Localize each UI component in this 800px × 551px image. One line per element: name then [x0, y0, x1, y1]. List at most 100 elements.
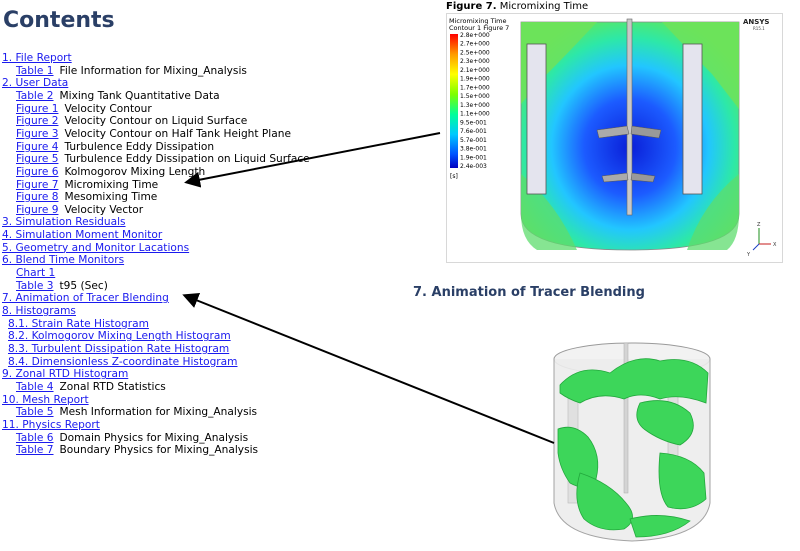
toc-link[interactable]: Table 5: [16, 406, 54, 419]
toc-caption: Zonal RTD Statistics: [59, 380, 166, 393]
toc-link[interactable]: Figure 7: [16, 178, 59, 191]
toc-caption: Boundary Physics for Mixing_Analysis: [59, 444, 259, 457]
legend-value: 2.8e+000: [460, 32, 490, 39]
toc-link[interactable]: 8.4. Dimensionless Z-coordinate Histogra…: [8, 355, 238, 368]
toc-link[interactable]: Table 3: [16, 279, 54, 292]
lower-impeller: [601, 172, 629, 183]
toc-caption: Velocity Contour on Half Tank Height Pla…: [64, 127, 291, 140]
toc-item: 8.3. Turbulent Dissipation Rate Histogra…: [8, 343, 229, 356]
toc-link[interactable]: Chart 1: [16, 267, 56, 280]
toc-item: 4. Simulation Moment Monitor: [2, 229, 162, 242]
toc-link[interactable]: Figure 9: [16, 203, 59, 216]
toc-link[interactable]: 11. Physics Report: [2, 418, 100, 431]
toc-link[interactable]: Table 1: [16, 64, 54, 77]
section7-heading: 7. Animation of Tracer Blending: [413, 285, 645, 300]
legend-value: 1.9e-001: [460, 154, 487, 161]
toc-link[interactable]: Figure 2: [16, 115, 59, 128]
legend-value: 2.5e+000: [460, 49, 490, 56]
toc-item: Table 4 Zonal RTD Statistics: [16, 381, 166, 394]
toc-item: Table 6 Domain Physics for Mixing_Analysi…: [16, 432, 248, 445]
toc-item: 1. File Report: [2, 52, 72, 65]
toc-caption: Turbulence Eddy Dissipation on Liquid Su…: [64, 153, 310, 166]
toc-link[interactable]: Figure 8: [16, 191, 59, 204]
toc-link[interactable]: Table 2: [16, 89, 54, 102]
legend-unit: [s]: [450, 173, 458, 180]
toc-link[interactable]: 9. Zonal RTD Histogram: [2, 368, 129, 381]
toc-link[interactable]: 8.2. Kolmogorov Mixing Length Histogram: [8, 330, 231, 343]
toc-caption: Turbulence Eddy Dissipation: [64, 140, 215, 153]
toc-link[interactable]: Table 7: [16, 444, 54, 457]
toc-link[interactable]: 5. Geometry and Monitor Lacations: [2, 241, 190, 254]
contents-title: Contents: [3, 8, 115, 33]
toc-caption: Micromixing Time: [64, 178, 159, 191]
tracer-render: [553, 342, 711, 542]
left-baffle: [526, 43, 547, 195]
toc-link[interactable]: 3. Simulation Residuals: [2, 216, 126, 229]
toc-item: 10. Mesh Report: [2, 394, 89, 407]
toc-link[interactable]: 10. Mesh Report: [2, 393, 89, 406]
toc-item: 9. Zonal RTD Histogram: [2, 368, 128, 381]
axis-y-label: Y: [746, 252, 751, 258]
toc-caption: Kolmogorov Mixing Length: [64, 165, 206, 178]
legend-value: 5.7e-001: [460, 137, 487, 144]
ansys-logo: ANSYS: [743, 18, 769, 26]
toc-link[interactable]: 2. User Data: [2, 77, 69, 90]
toc-item: 8.2. Kolmogorov Mixing Length Histogram: [8, 330, 231, 343]
toc-link[interactable]: Figure 5: [16, 153, 59, 166]
right-baffle: [682, 43, 703, 195]
toc-link[interactable]: Table 4: [16, 380, 54, 393]
toc-item: Figure 2 Velocity Contour on Liquid Surfa…: [16, 115, 247, 128]
axis-z-label: Z: [757, 222, 761, 228]
toc-caption: Velocity Contour on Liquid Surface: [64, 115, 248, 128]
legend-value: 1.1e+000: [460, 111, 490, 118]
arrow-to-section7: [182, 293, 555, 444]
toc-caption: File Information for Mixing_Analysis: [59, 64, 247, 77]
toc-item: Figure 3 Velocity Contour on Half Tank He…: [16, 128, 291, 141]
toc-item: Figure 8 Mesomixing Time: [16, 191, 157, 204]
toc-item: Figure 7 Micromixing Time: [16, 179, 158, 192]
legend-value: 2.4e-003: [460, 163, 487, 170]
legend-value: 3.8e-001: [460, 146, 487, 153]
toc-link[interactable]: Figure 6: [16, 165, 59, 178]
legend-value: 2.3e+000: [460, 58, 490, 65]
tracer-surface-left: [557, 426, 599, 488]
toc-caption: t95 (Sec): [59, 279, 108, 292]
toc-link[interactable]: Figure 3: [16, 127, 59, 140]
toc-item: 11. Physics Report: [2, 419, 100, 432]
toc-link[interactable]: 8.3. Turbulent Dissipation Rate Histogra…: [8, 342, 230, 355]
toc-link[interactable]: Figure 4: [16, 140, 59, 153]
toc-link[interactable]: 7. Animation of Tracer Blending: [2, 292, 169, 305]
legend-color-bar: [450, 34, 458, 168]
tracer-surface-top: [559, 358, 709, 404]
toc-item: Chart 1: [16, 267, 55, 280]
toc-caption: Domain Physics for Mixing_Analysis: [59, 431, 249, 444]
toc-link[interactable]: Figure 1: [16, 102, 59, 115]
toc-link[interactable]: 8. Histograms: [2, 305, 76, 317]
impeller-shaft: [626, 18, 633, 216]
toc-link[interactable]: 1. File Report: [2, 52, 72, 64]
toc-item: 2. User Data: [2, 77, 68, 90]
toc-item: Table 5 Mesh Information for Mixing_Analy…: [16, 406, 257, 419]
toc-item: 8.4. Dimensionless Z-coordinate Histogra…: [8, 356, 237, 369]
figure7-caption-text: Micromixing Time: [499, 1, 589, 12]
upper-impeller: [596, 125, 630, 139]
toc-item: Table 7 Boundary Physics for Mixing_Analy…: [16, 444, 258, 457]
toc-caption: Mesomixing Time: [64, 191, 158, 204]
legend-title-2: Contour 1 Figure 7: [449, 24, 509, 32]
toc-link[interactable]: Table 6: [16, 431, 54, 444]
toc-link[interactable]: 6. Blend Time Monitors: [2, 254, 125, 267]
legend-value: 7.6e-001: [460, 128, 487, 135]
tracer-blending-animation: [540, 333, 720, 547]
toc-item: Table 1 File Information for Mixing_Analy…: [16, 65, 247, 78]
toc-link[interactable]: 8.1. Strain Rate Histogram: [8, 317, 149, 330]
legend-value: 2.1e+000: [460, 67, 490, 74]
tracer-surface-right: [658, 452, 707, 510]
toc-caption: Mesh Information for Mixing_Analysis: [59, 406, 258, 419]
contour-plot: Micromixing Time Contour 1 Figure 7 2.8e…: [449, 17, 777, 258]
toc-item: Figure 4 Turbulence Eddy Dissipation: [16, 141, 214, 154]
toc-item: Table 3 t95 (Sec): [16, 280, 108, 293]
toc-link[interactable]: 4. Simulation Moment Monitor: [2, 229, 163, 242]
